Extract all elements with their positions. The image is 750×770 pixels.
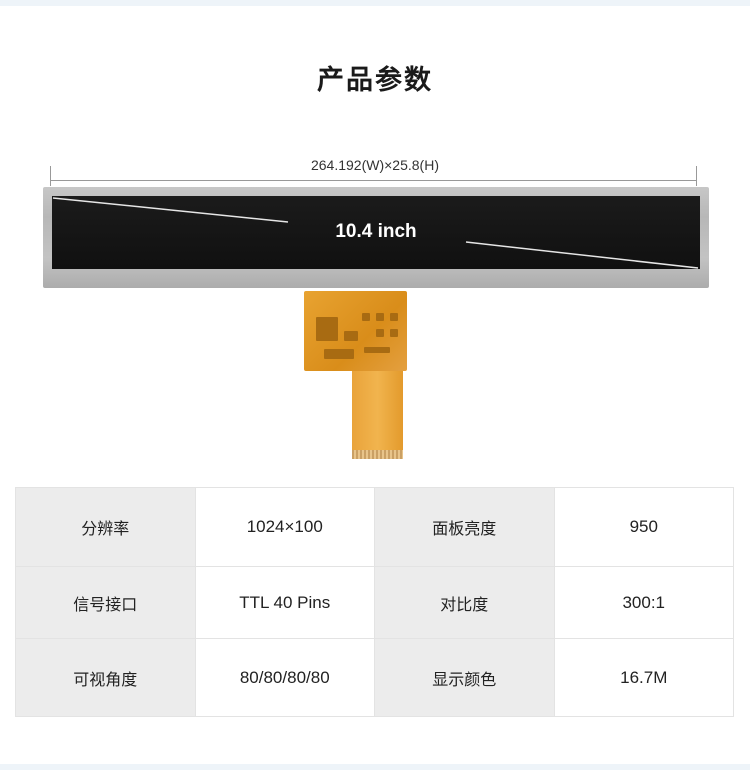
- screen-size-label: 10.4 inch: [335, 221, 417, 242]
- dimension-line: [50, 180, 697, 181]
- spec-label: 分辨率: [15, 487, 196, 567]
- bottom-strip: [0, 764, 750, 770]
- dimension-label: 264.192(W)×25.8(H): [310, 157, 439, 173]
- spec-value: 80/80/80/80: [194, 638, 375, 717]
- spec-value: 950: [553, 487, 734, 567]
- spec-value: TTL 40 Pins: [194, 566, 375, 639]
- lcd-panel-image: 10.4 inch: [43, 187, 709, 288]
- page-title: 产品参数: [317, 65, 433, 96]
- spec-value: 1024×100: [194, 487, 375, 567]
- dimension-tick-right: [696, 166, 697, 186]
- spec-label: 信号接口: [15, 566, 196, 639]
- top-strip: [0, 0, 750, 6]
- fpc-board: [304, 291, 407, 371]
- spec-label: 面板亮度: [374, 487, 555, 567]
- fpc-cable: [352, 371, 403, 459]
- spec-value: 300:1: [553, 566, 734, 639]
- spec-value: 16.7M: [553, 638, 734, 717]
- spec-label: 可视角度: [15, 638, 196, 717]
- fpc-pins: [352, 450, 403, 459]
- spec-label: 对比度: [374, 566, 555, 639]
- table-row: 分辨率 1024×100 面板亮度 950: [15, 487, 734, 567]
- table-row: 可视角度 80/80/80/80 显示颜色 16.7M: [15, 638, 734, 717]
- spec-label: 显示颜色: [374, 638, 555, 717]
- table-row: 信号接口 TTL 40 Pins 对比度 300:1: [15, 566, 734, 639]
- dimension-tick-left: [50, 166, 51, 186]
- spec-table: 分辨率 1024×100 面板亮度 950 信号接口 TTL 40 Pins 对…: [15, 487, 734, 717]
- diagonal-lines: [52, 197, 699, 269]
